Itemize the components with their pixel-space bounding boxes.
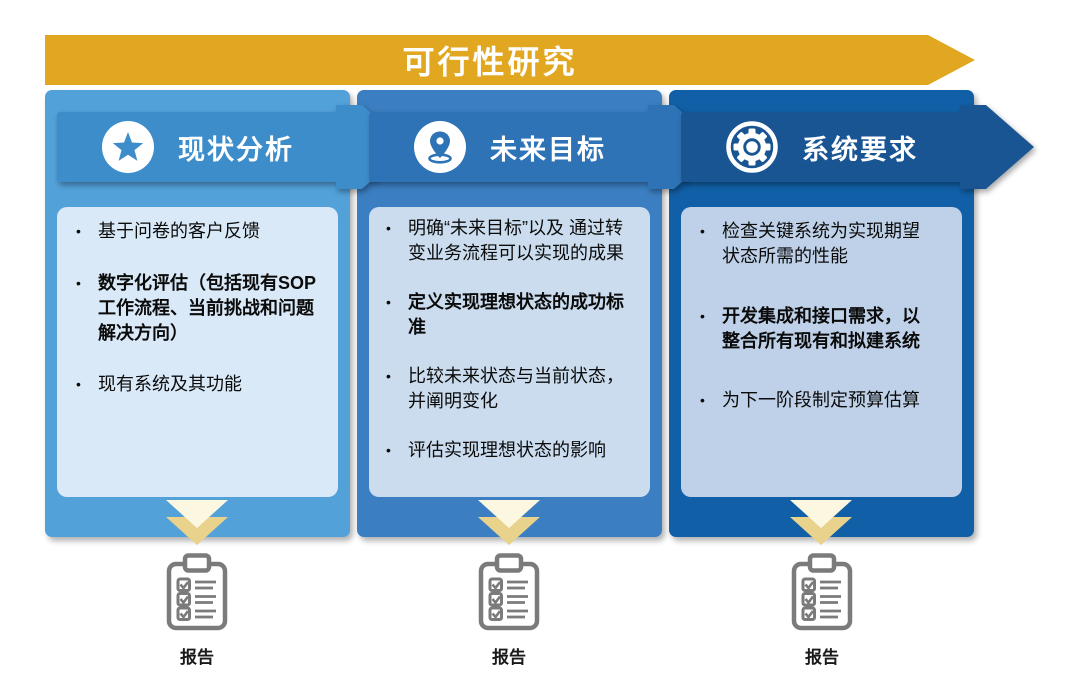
bullet-dot: • [76,274,81,291]
header-label: 系统要求 [802,134,918,165]
list-item: •为下一阶段制定预算估算 [697,388,936,413]
location-pin-icon [414,121,466,173]
report-label: 报告 [492,648,526,667]
bullet-dot: • [386,368,391,384]
header-arrow-tip [960,105,1034,189]
future-goals-content-box: •明确“未来目标”以及 通过转变业务流程可以实现的成果 •定义实现理想状态的成功… [369,207,650,497]
bullet-dot: • [386,294,391,310]
list-item: •开发集成和接口需求，以整合所有现有和拟建系统 [697,304,936,354]
header-band: 未来目标 [369,112,655,182]
report-clipboard-icon [791,553,853,631]
bullet-dot: • [700,307,705,324]
report-label: 报告 [180,648,214,667]
bullet-dot: • [76,223,81,239]
header-label: 现状分析 [178,134,294,165]
gear-icon [726,121,778,173]
system-requirements-content-box: •检查关键系统为实现期望状态所需的性能 •开发集成和接口需求，以整合所有现有和拟… [681,207,962,497]
list-item: •评估实现理想状态的影响 [383,438,628,463]
list-item: •明确“未来目标”以及 通过转变业务流程可以实现的成果 [383,216,628,266]
future-goals-bullet-list: •明确“未来目标”以及 通过转变业务流程可以实现的成果 •定义实现理想状态的成功… [369,207,650,497]
list-item: •检查关键系统为实现期望状态所需的性能 [697,219,936,269]
list-item: •比较未来状态与当前状态，并阐明变化 [383,364,628,414]
header-band: 系统要求 [681,112,967,182]
page-title: 可行性研究 [402,44,578,80]
star-icon [102,121,154,173]
list-item: •定义实现理想状态的成功标准 [383,290,628,340]
report-clipboard-icon [166,553,228,631]
report-output-1: 报告 [137,551,257,668]
list-item: •数字化评估（包括现有SOP工作流程、当前挑战和问题解决方向） [73,271,320,346]
title-banner: 可行性研究 [45,35,975,85]
current-state-bullet-list: •基于问卷的客户反馈 •数字化评估（包括现有SOP工作流程、当前挑战和问题解决方… [57,207,338,497]
bullet-dot: • [386,220,391,236]
bullet-dot: • [386,442,391,458]
current-state-content-box: •基于问卷的客户反馈 •数字化评估（包括现有SOP工作流程、当前挑战和问题解决方… [57,207,338,497]
bullet-dot: • [700,392,705,408]
header-label: 未来目标 [490,134,606,165]
header-future-goals: 未来目标 [369,105,722,189]
header-current-state: 现状分析 [57,105,410,189]
report-clipboard-icon [478,553,540,631]
report-output-2: 报告 [449,551,569,668]
report-label: 报告 [805,648,839,667]
list-item: •现有系统及其功能 [73,372,320,397]
system-requirements-bullet-list: •检查关键系统为实现期望状态所需的性能 •开发集成和接口需求，以整合所有现有和拟… [681,207,962,497]
header-system-requirements: 系统要求 [681,105,1034,189]
bullet-dot: • [76,376,81,392]
header-band: 现状分析 [57,112,343,182]
report-output-3: 报告 [762,551,882,668]
bullet-dot: • [700,223,705,239]
list-item: •基于问卷的客户反馈 [73,219,320,244]
